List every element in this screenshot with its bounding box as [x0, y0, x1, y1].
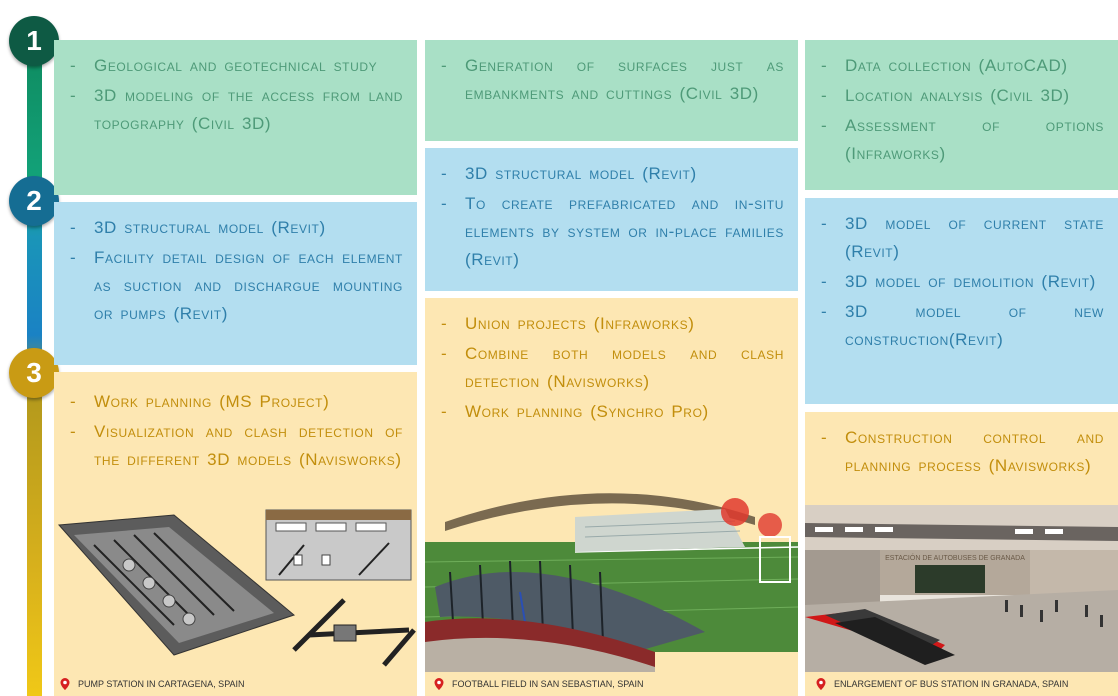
- bus-station-caption: ENLARGEMENT OF BUS STATION IN GRANADA, S…: [814, 677, 1068, 691]
- caption-text: FOOTBALL FIELD IN SAN SEBASTIAN, SPAIN: [452, 679, 644, 689]
- bus-station-sign: ESTACIÓN DE AUTOBUSES DE GRANADA: [885, 553, 1025, 562]
- step-1-badge: 1: [9, 16, 59, 66]
- location-pin-icon: [60, 678, 70, 690]
- col1-green-box: Geological and geotechnical study 3D mod…: [54, 40, 417, 195]
- col3-step2-item2: 3D model of demolition (Revit): [819, 268, 1104, 296]
- col2-step3-item2: Combine both models and clash detection …: [439, 340, 784, 396]
- col3-step1-item3: Assessment of options (Infraworks): [819, 112, 1104, 168]
- col2-step2-item1: 3D structural model (Revit): [439, 160, 784, 188]
- col1-step3-item2: Visualization and clash detection of the…: [68, 418, 403, 474]
- col3-step1-item2: Location analysis (Civil 3D): [819, 82, 1104, 110]
- col1-step2-item1: 3D structural model (Revit): [68, 214, 403, 242]
- location-pin-icon: [816, 678, 826, 690]
- step-3-badge: 3: [9, 348, 59, 398]
- location-pin-icon: [434, 678, 444, 690]
- col1-step1-item2: 3D modeling of the access from land topo…: [68, 82, 403, 138]
- col1-step1-item1: Geological and geotechnical study: [68, 52, 403, 80]
- col3-blue-box: 3D model of current state (Revit) 3D mod…: [805, 198, 1118, 404]
- football-field-caption: FOOTBALL FIELD IN SAN SEBASTIAN, SPAIN: [432, 677, 644, 691]
- pump-station-caption: PUMP STATION IN CARTAGENA, SPAIN: [58, 677, 245, 691]
- bus-station-image: ESTACIÓN DE AUTOBUSES DE GRANADA: [805, 505, 1118, 672]
- caption-text: PUMP STATION IN CARTAGENA, SPAIN: [78, 679, 245, 689]
- col3-green-box: Data collection (AutoCAD) Location analy…: [805, 40, 1118, 190]
- step-2-badge: 2: [9, 176, 59, 226]
- col2-step3-item1: Union projects (Infraworks): [439, 310, 784, 338]
- col1-step3-item1: Work planning (MS Project): [68, 388, 403, 416]
- col2-blue-box: 3D structural model (Revit) To create pr…: [425, 148, 798, 291]
- caption-text: ENLARGEMENT OF BUS STATION IN GRANADA, S…: [834, 679, 1069, 689]
- col3-step1-item1: Data collection (AutoCAD): [819, 52, 1104, 80]
- col3-step2-item3: 3D model of new construction(Revit): [819, 298, 1104, 354]
- col3-step3-item1: Construction control and planning proces…: [819, 424, 1104, 480]
- col1-step2-item2: Facility detail design of each element a…: [68, 244, 403, 328]
- football-field-image: [425, 447, 798, 672]
- col3-step2-item1: 3D model of current state (Revit): [819, 210, 1104, 266]
- pump-station-image: [54, 505, 417, 673]
- col2-step3-item3: Work planning (Synchro Pro): [439, 398, 784, 426]
- col2-step1-item1: Generation of surfaces just as embankmen…: [439, 52, 784, 108]
- col1-blue-box: 3D structural model (Revit) Facility det…: [54, 202, 417, 365]
- col2-green-box: Generation of surfaces just as embankmen…: [425, 40, 798, 141]
- col2-step2-item2: To create prefabricated and in-situ elem…: [439, 190, 784, 274]
